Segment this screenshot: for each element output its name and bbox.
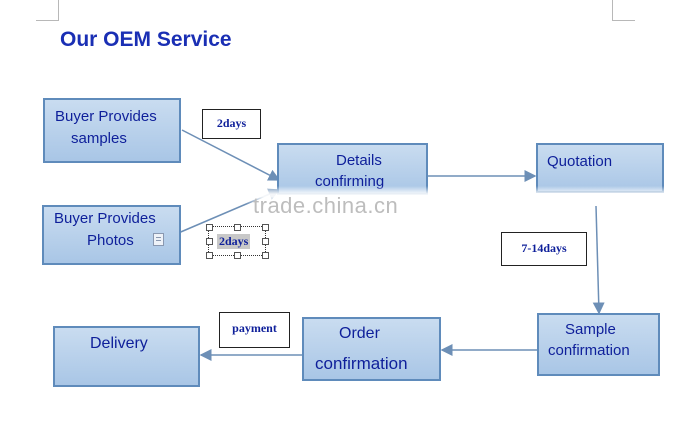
step-label-line: Sample <box>565 321 616 338</box>
resize-handle <box>262 238 269 245</box>
step-order-confirmation: Order confirmation <box>302 317 441 381</box>
page-corner-mark-left <box>36 0 59 21</box>
document-icon <box>153 233 164 246</box>
duration-label-quotation-to-sample: 7-14days <box>501 232 587 266</box>
step-label-line: confirmation <box>548 342 630 359</box>
payment-label: payment <box>219 312 290 348</box>
resize-handle <box>206 224 213 231</box>
diagram-title: Our OEM Service <box>60 28 232 51</box>
step-label-line: confirmation <box>315 354 408 373</box>
arrow-quotation-to-sample <box>592 205 605 315</box>
page-corner-mark-right <box>612 0 635 21</box>
step-label-line: Details <box>336 152 382 169</box>
resize-handle <box>262 224 269 231</box>
step-label: Delivery <box>90 335 148 352</box>
duration-label-photos: 2days <box>206 224 269 259</box>
step-quotation: Quotation <box>536 143 664 193</box>
resize-handle <box>262 252 269 259</box>
resize-handle <box>234 224 241 231</box>
resize-handle <box>206 252 213 259</box>
resize-handle <box>206 238 213 245</box>
step-label-line: Photos <box>87 232 134 249</box>
step-buyer-provides-photos: Buyer Provides Photos <box>42 205 181 265</box>
step-label: Quotation <box>547 153 613 170</box>
step-label-line: Buyer Provides <box>54 210 156 227</box>
watermark-band <box>36 186 668 204</box>
step-buyer-provides-samples: Buyer Provides samples <box>43 98 181 163</box>
step-label-line: samples <box>71 130 127 147</box>
step-sample-confirmation: Sample confirmation <box>537 313 660 376</box>
step-label-line: Order <box>339 325 380 342</box>
watermark: trade.china.cn <box>253 193 399 218</box>
step-label-line: confirming <box>315 173 385 190</box>
duration-label-samples: 2days <box>202 109 261 139</box>
resize-handle <box>234 252 241 259</box>
step-label-line: Buyer Provides <box>55 108 157 125</box>
arrow-samples-to-details <box>181 129 281 181</box>
step-delivery: Delivery <box>53 326 200 387</box>
duration-label-photos-text: 2days <box>217 234 251 249</box>
